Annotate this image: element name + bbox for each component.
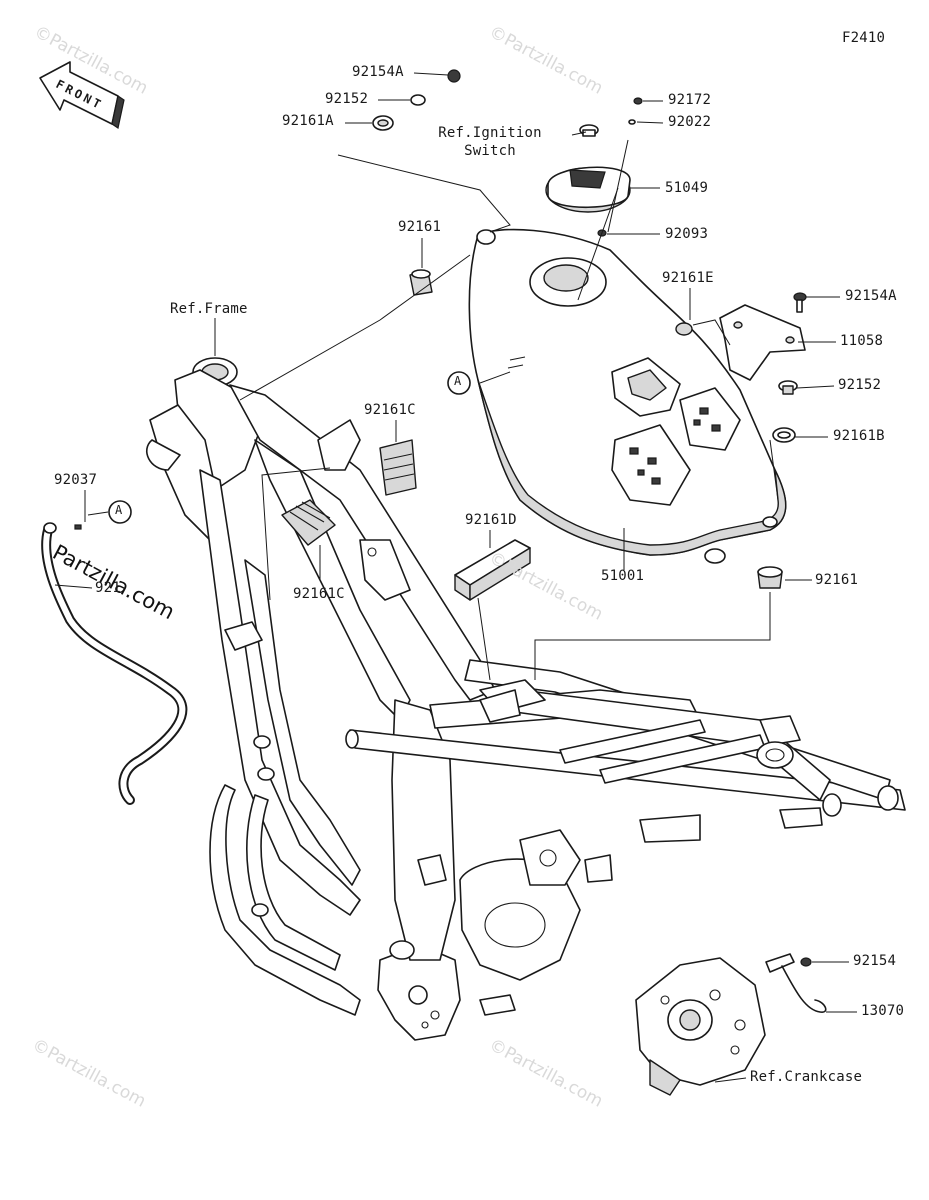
callout-92161-upper[interactable]: 92161 (398, 219, 442, 235)
callout-92161B[interactable]: 92161B (833, 428, 885, 444)
figure-code: F2410 (842, 30, 886, 46)
callout-92154[interactable]: 92154 (853, 953, 897, 969)
callout-92152-top[interactable]: 92152 (325, 91, 369, 107)
fuel-cap-drawing (545, 124, 631, 213)
ref-frame-label[interactable]: Ref.Frame (170, 301, 248, 317)
bracket-11058-drawing (719, 292, 807, 381)
callout-92161A[interactable]: 92161A (282, 113, 334, 129)
callout-92172[interactable]: 92172 (668, 92, 712, 108)
fuel-tank-drawing (468, 228, 787, 564)
callout-92022[interactable]: 92022 (668, 114, 712, 130)
callout-11058[interactable]: 11058 (840, 333, 884, 349)
frame-drawing (146, 357, 906, 1041)
damper-92161D-drawing (454, 539, 531, 601)
callout-92191[interactable]: 921 (95, 580, 121, 596)
reference-a-hose: A (115, 503, 123, 517)
top-left-hardware-drawing (372, 69, 643, 237)
callout-51001[interactable]: 51001 (601, 568, 645, 584)
crankcase-drawing (635, 953, 827, 1096)
damper-pads-drawing (281, 439, 417, 546)
ref-crankcase-label[interactable]: Ref.Crankcase (750, 1069, 863, 1085)
ref-ignition-switch-label[interactable]: Ref.Ignition Switch (438, 125, 542, 159)
leader-lines (54, 72, 857, 1083)
grommets-drawing (409, 269, 798, 589)
reference-a-circle-tank (447, 371, 471, 395)
callout-92154A-right[interactable]: 92154A (845, 288, 897, 304)
callout-92093[interactable]: 92093 (665, 226, 709, 242)
callout-92161C-upper[interactable]: 92161C (364, 402, 416, 418)
callout-92161C-lower[interactable]: 92161C (293, 586, 345, 602)
callout-92154A-top[interactable]: 92154A (352, 64, 404, 80)
front-arrow-icon (39, 61, 125, 129)
callout-92037[interactable]: 92037 (54, 472, 98, 488)
reference-a-circle-hose (108, 500, 132, 524)
callout-92161D[interactable]: 92161D (465, 512, 517, 528)
callout-13070[interactable]: 13070 (861, 1003, 905, 1019)
reference-a-tank: A (454, 374, 462, 388)
callout-92161E[interactable]: 92161E (662, 270, 714, 286)
breather-hose-drawing (41, 522, 188, 805)
callout-92161-lower[interactable]: 92161 (815, 572, 859, 588)
callout-51049[interactable]: 51049 (665, 180, 709, 196)
callout-92152-right[interactable]: 92152 (838, 377, 882, 393)
